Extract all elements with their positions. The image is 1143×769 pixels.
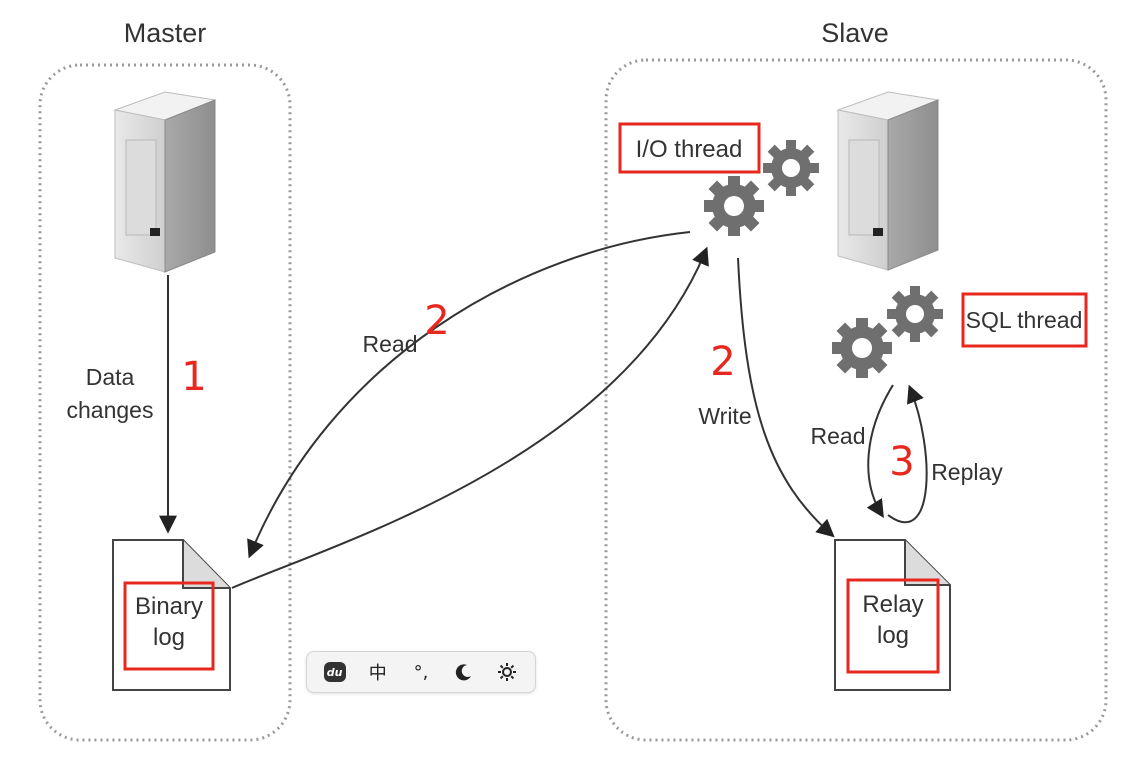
binary-log-document: Binary log [112,539,231,691]
master-server-icon [113,91,217,273]
slave-title: Slave [821,18,889,48]
sql-thread-gear-icon [819,274,955,391]
replay-arrow [887,384,928,524]
step-2-read-label: 2 [424,298,449,344]
relay-log-label-1: Relay [862,591,923,618]
slave-container [604,58,1108,742]
moon-icon[interactable] [449,657,479,687]
step-1-label: 1 [181,354,206,400]
read-return-arrow [231,246,709,589]
io-thread-box [618,122,761,174]
write-label: Write [698,403,751,429]
read-right-label: Read [811,423,866,449]
read-request-arrow [247,231,691,559]
data-changes-label-1: Data [86,364,135,390]
ime-chinese-mode-button[interactable]: 中 [368,663,387,684]
sql-read-arrow [866,384,894,519]
relay-log-label-2: log [877,622,909,649]
io-thread-gear-icon [691,128,831,249]
data-changes-label-2: changes [67,397,154,423]
gear-icon[interactable] [492,657,522,687]
step-2-write-label: 2 [710,339,735,385]
ime-punctuation-button[interactable]: °, [413,661,429,683]
master-title: Master [124,18,207,48]
binary-log-label-1: Binary [135,593,203,620]
binary-log-label-2: log [153,624,185,651]
io-thread-label: I/O thread [636,136,743,163]
sql-thread-label: SQL thread [966,307,1083,333]
step-3-label: 3 [889,439,914,485]
ime-brand-icon[interactable]: du [320,657,350,687]
read-left-label: Read [363,331,418,357]
ime-toolbar: du 中 °, [306,651,536,693]
relay-log-document: Relay log [834,539,951,691]
slave-server-icon [836,91,940,271]
sql-thread-box [961,292,1088,348]
replay-label: Replay [931,459,1003,485]
master-container [38,63,292,742]
write-arrow [737,257,835,538]
